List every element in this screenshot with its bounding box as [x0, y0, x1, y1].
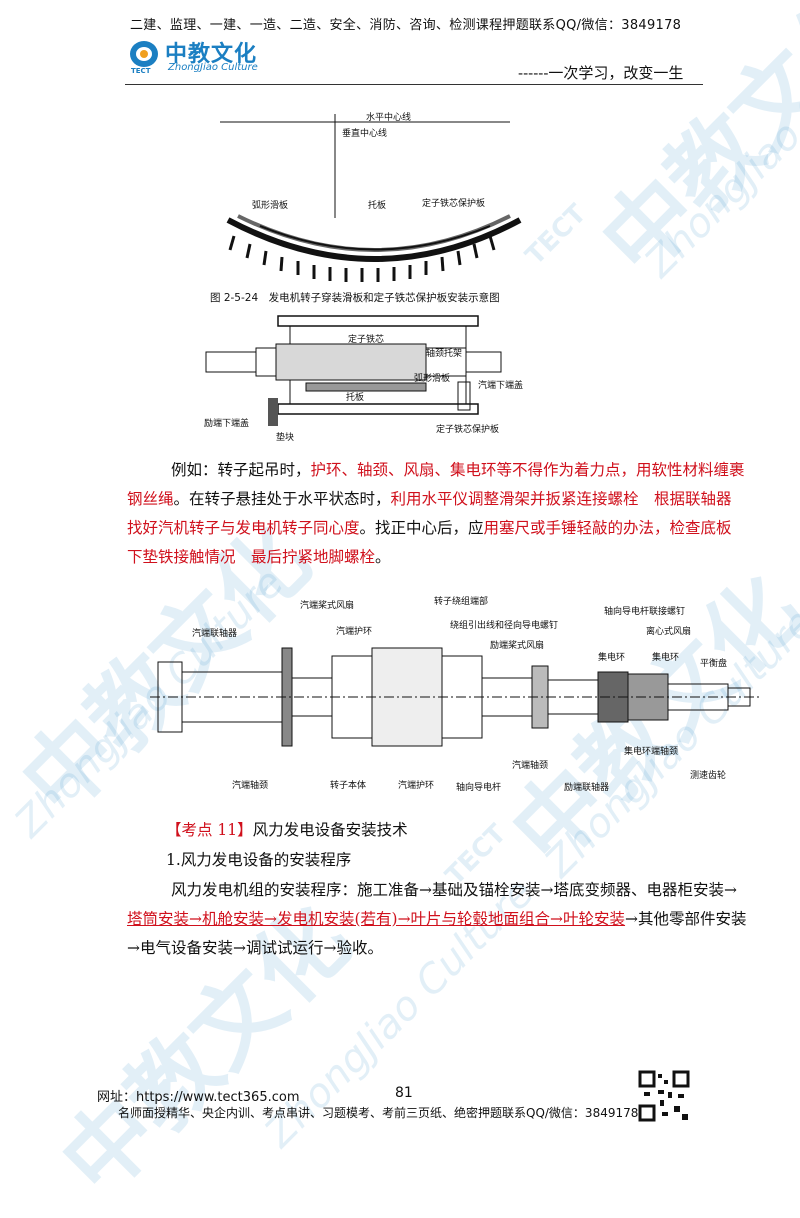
label-collector-2: 集电环: [652, 651, 679, 663]
label-vertical-center: 垂直中心线: [342, 127, 387, 139]
logo-text-en: ZhongJiao Culture: [168, 62, 258, 73]
paragraph-rotor-lifting: 例如：转子起吊时，护环、轴颈、风扇、集电环等不得作为着力点，用软性材料缠裹钢丝绳…: [127, 461, 745, 566]
label-collector-1: 集电环: [598, 651, 625, 663]
label-axial-bolt: 轴向导电杆联接螺钉: [604, 605, 685, 617]
label-exciter-coupling: 励端联轴器: [564, 781, 609, 793]
figure1-caption: 图 2-5-24 发电机转子穿装滑板和定子铁芯保护板安装示意图: [210, 291, 500, 304]
header-divider: [125, 84, 703, 85]
label-speed-gear: 测速齿轮: [690, 769, 726, 781]
stator-teeth: [228, 235, 496, 282]
label-exciter-journal: 汽端轴颈: [512, 759, 548, 771]
logo-text-tect: TECT: [131, 67, 151, 75]
logo-icon: [130, 41, 158, 67]
label-arc-slide: 弧形滑板: [252, 199, 288, 211]
label-support-plate: 托板: [368, 199, 386, 211]
heading-tag: 【考点 11】: [166, 821, 253, 839]
label-end-winding: 转子绕组端部: [434, 595, 488, 607]
label-balance: 平衡盘: [700, 657, 727, 669]
label-exciter-cover: 励端下端盖: [204, 417, 249, 429]
section-subheading: 1.风力发电设备的安装程序: [166, 851, 352, 869]
label-stator-core: 定子铁芯: [348, 333, 384, 345]
footer-contact-line: 名师面授精华、央企内训、考点串讲、习题模考、考前三页纸、绝密押题联系QQ/微信：…: [118, 1106, 639, 1120]
watermark-tect: TECT: [519, 198, 593, 272]
label-horizontal-center: 水平中心线: [366, 111, 411, 123]
watermark-cn: 中教文化: [581, 0, 800, 296]
label-rotor-body: 转子本体: [330, 779, 366, 791]
label-turbine-journal: 汽端轴颈: [232, 779, 268, 791]
header-contact-line: 二建、监理、一建、一造、二造、安全、消防、咨询、检测课程押题联系QQ/微信：38…: [130, 18, 682, 33]
header-slogan: ------一次学习，改变一生: [518, 64, 684, 82]
figure-rotor-insertion: 定子铁芯 轴颈托架 弧形滑板 汽端下端盖 托板 励端下端盖 定子铁芯保护板 垫块: [204, 315, 523, 443]
footer-url: 网址：https://www.tect365.com: [97, 1090, 300, 1105]
label-lead-bolt: 绕组引出线和径向导电螺钉: [450, 619, 558, 631]
paragraph-wind-procedure: 风力发电机组的安装程序：施工准备→基础及锚栓安装→塔底变频器、电器柜安装→塔筒安…: [127, 881, 747, 957]
figure-arc-slide-diagram: 水平中心线 垂直中心线 弧形滑板 托板 定子铁芯保护板 图 2-5-24 发电机…: [210, 111, 522, 304]
label-arc-slide-2: 弧形滑板: [414, 372, 450, 384]
logo-text-cn: 中教文化: [165, 42, 258, 67]
qr-code-icon: [638, 1070, 690, 1122]
label-turbine-cover: 汽端下端盖: [478, 379, 523, 391]
label-turbine-ring: 汽端护环: [398, 779, 434, 791]
label-exciter-fan: 励端桨式风扇: [490, 639, 544, 651]
heading-text: 风力发电设备安装技术: [252, 821, 408, 839]
label-collector-journal: 集电环端轴颈: [624, 745, 678, 757]
label-support-plate-2: 托板: [346, 391, 364, 403]
figure-rotor-structure: 汽端桨式风扇 转子绕组端部 轴向导电杆联接螺钉 汽端联轴器 汽端护环 绕组引出线…: [150, 595, 760, 793]
label-axial-conductor: 轴向导电杆: [456, 781, 501, 793]
label-stator-protect: 定子铁芯保护板: [422, 197, 485, 209]
page-number: 81: [395, 1085, 413, 1101]
section-heading: 【考点 11】风力发电设备安装技术: [166, 818, 408, 840]
label-retaining-ring: 汽端护环: [336, 625, 372, 637]
label-coupling: 汽端联轴器: [192, 627, 237, 639]
label-stator-protect-2: 定子铁芯保护板: [436, 423, 499, 435]
watermark-en: ZhongJiao Culture: [636, 0, 800, 287]
label-centrifugal-fan: 离心式风扇: [646, 625, 691, 637]
label-fan: 汽端桨式风扇: [300, 599, 354, 611]
label-pad-block: 垫块: [276, 431, 294, 443]
label-bearing-bracket: 轴颈托架: [426, 347, 462, 359]
